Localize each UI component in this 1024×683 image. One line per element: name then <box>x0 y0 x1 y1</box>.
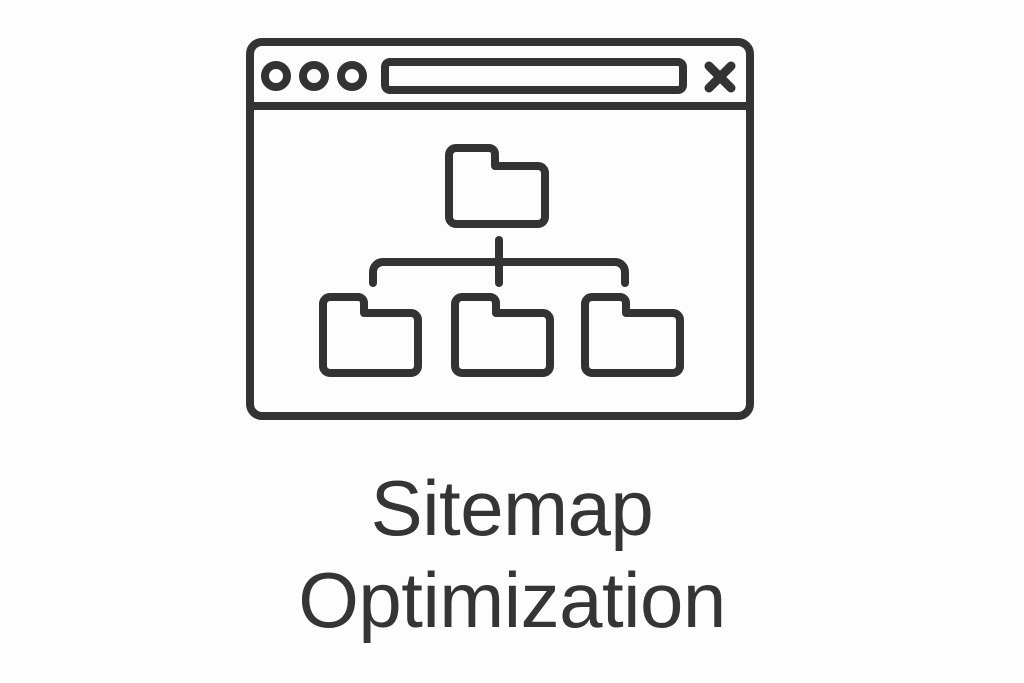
window-controls <box>261 61 367 91</box>
caption-line-1: Sitemap <box>370 464 654 552</box>
caption-line-2: Optimization <box>298 556 726 644</box>
sitemap-tree <box>319 144 684 377</box>
close-icon[interactable] <box>704 61 736 93</box>
window-dot-1-icon[interactable] <box>261 61 291 91</box>
window-dot-2-icon[interactable] <box>299 61 329 91</box>
browser-window <box>246 38 754 420</box>
window-dot-3-icon[interactable] <box>337 61 367 91</box>
child-folder-3-icon[interactable] <box>581 293 684 377</box>
browser-window-frame <box>246 38 754 420</box>
child-folder-1-icon[interactable] <box>319 293 422 377</box>
address-bar-input[interactable] <box>381 58 687 94</box>
caption: Sitemap Optimization <box>0 462 1024 646</box>
child-folder-2-icon[interactable] <box>451 293 554 377</box>
tree-connector-branch <box>369 258 629 287</box>
root-folder-icon[interactable] <box>445 144 549 228</box>
